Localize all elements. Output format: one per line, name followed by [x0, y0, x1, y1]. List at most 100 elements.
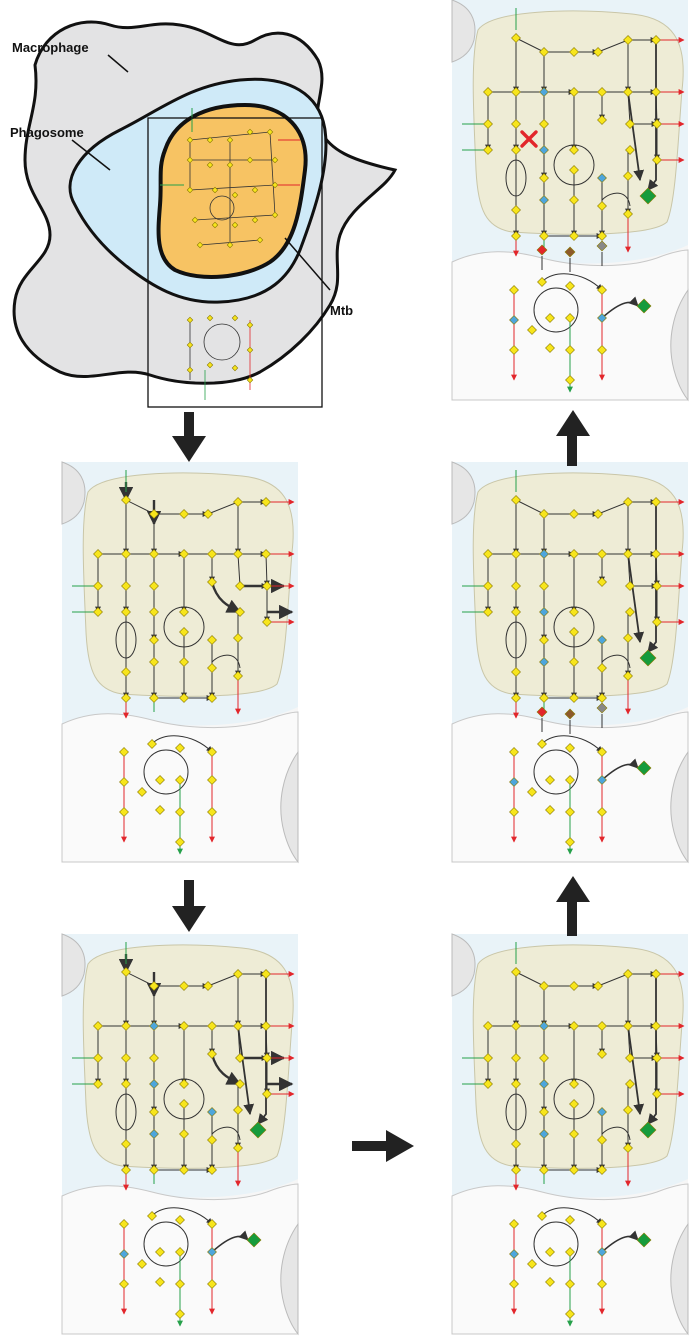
bacterium-region: [82, 472, 294, 697]
host-cycle-edge: [143, 749, 189, 795]
metabolite-node: [149, 981, 159, 991]
metabolite-node: [539, 47, 549, 57]
metabolite-node: [597, 173, 607, 183]
metabolite-node: [511, 1079, 521, 1089]
metabolite-node: [235, 1079, 245, 1089]
metabolite-node: [511, 495, 521, 505]
overview-host-node: [231, 364, 239, 372]
metabolite-node: [569, 1099, 579, 1109]
metabolite-node: [179, 607, 189, 617]
cycle-edge: [505, 621, 527, 659]
host-edge: [541, 735, 603, 753]
overview-node: [231, 221, 239, 229]
overview-node: [191, 216, 199, 224]
host-metabolite-node: [207, 1279, 217, 1289]
host-metabolite-node: [175, 1215, 185, 1225]
zoom-frame: [147, 117, 323, 408]
metabolite-node: [233, 671, 243, 681]
macrophage-pointer: [107, 54, 129, 73]
metabolite-node: [262, 1053, 272, 1063]
host-metabolite-node: [509, 345, 519, 355]
metabolite-node: [597, 693, 607, 703]
host-metabolite-node: [509, 807, 519, 817]
neighbour-membrane: [280, 1222, 299, 1336]
metabolite-node: [179, 981, 189, 991]
metabolite-node: [207, 693, 217, 703]
metabolite-node: [483, 549, 493, 559]
overview-node: [231, 191, 239, 199]
metabolite-node: [539, 119, 549, 129]
host-metabolite-node: [509, 315, 519, 325]
metabolite-node: [597, 201, 607, 211]
metabolite-node: [149, 607, 159, 617]
metabolite-node: [511, 119, 521, 129]
bacterium-region: [472, 10, 684, 235]
mtb-bacterium: [156, 102, 308, 279]
metabolite-node: [121, 1079, 131, 1089]
external-input-node: [564, 708, 576, 720]
overview-node: [256, 236, 264, 244]
cycle-edge: [505, 159, 527, 197]
metabolite-node: [149, 509, 159, 519]
metabolite-node: [511, 581, 521, 591]
metabolite-node: [539, 635, 549, 645]
host-metabolite-node: [119, 807, 129, 817]
host-metabolite-node: [597, 747, 607, 757]
loop-edge: [601, 1126, 631, 1141]
overview-node: [246, 156, 254, 164]
host-metabolite-node: [119, 1249, 129, 1259]
metabolite-node: [539, 1107, 549, 1117]
host-product-node: [246, 1232, 262, 1248]
tca-cycle-edge: [553, 1078, 595, 1120]
overview-host-node: [246, 321, 254, 329]
metabolite-node: [625, 1053, 635, 1063]
host-edge: [151, 735, 213, 753]
flow-arrow-down-2: [172, 880, 206, 932]
host-metabolite-node: [509, 777, 519, 787]
mtb-pointer: [284, 237, 331, 291]
metabolite-node: [623, 1143, 633, 1153]
metabolite-node: [623, 171, 633, 181]
metabolite-node: [539, 87, 549, 97]
metabolite-node: [483, 119, 493, 129]
host-metabolite-node: [565, 1279, 575, 1289]
metabolite-node: [93, 607, 103, 617]
metabolite-node: [569, 1021, 579, 1031]
host-metabolite-node: [147, 739, 157, 749]
overview-cell: Macrophage Phagosome Mtb: [10, 20, 398, 408]
metabolite-node: [539, 657, 549, 667]
metabolite-node: [597, 635, 607, 645]
host-metabolite-node: [597, 345, 607, 355]
metabolite-node: [652, 119, 662, 129]
overview-node: [271, 211, 279, 219]
overview-edge: [189, 184, 276, 191]
metabolite-node: [207, 1135, 217, 1145]
metabolite-node: [121, 693, 131, 703]
host-metabolite-node: [565, 281, 575, 291]
host-cycle-edge: [533, 1221, 579, 1267]
host-metabolite-node: [119, 777, 129, 787]
pathway-edge: [263, 553, 270, 587]
loop-edge: [211, 654, 241, 669]
tca-cycle-edge: [553, 144, 595, 186]
host-metabolite-node: [175, 1247, 185, 1257]
host-metabolite-node: [537, 739, 547, 749]
metabolite-node: [569, 607, 579, 617]
host-metabolite-node: [545, 313, 555, 323]
metabolite-node: [207, 663, 217, 673]
metabolite-node: [652, 1089, 662, 1099]
host-cycle-edge: [143, 1221, 189, 1267]
metabolite-node: [511, 667, 521, 677]
metabolite-node: [121, 1021, 131, 1031]
metabolite-node: [651, 969, 661, 979]
host-metabolite-node: [509, 1219, 519, 1229]
metabolite-node: [625, 119, 635, 129]
metabolite-node: [207, 635, 217, 645]
neighbour-membrane: [670, 288, 689, 402]
metabolite-node: [597, 87, 607, 97]
metabolite-node: [207, 1049, 217, 1059]
host-cycle-edge: [533, 287, 579, 333]
host-metabolite-node: [545, 1247, 555, 1257]
overview-node: [211, 221, 219, 229]
metabolite-node: [623, 209, 633, 219]
